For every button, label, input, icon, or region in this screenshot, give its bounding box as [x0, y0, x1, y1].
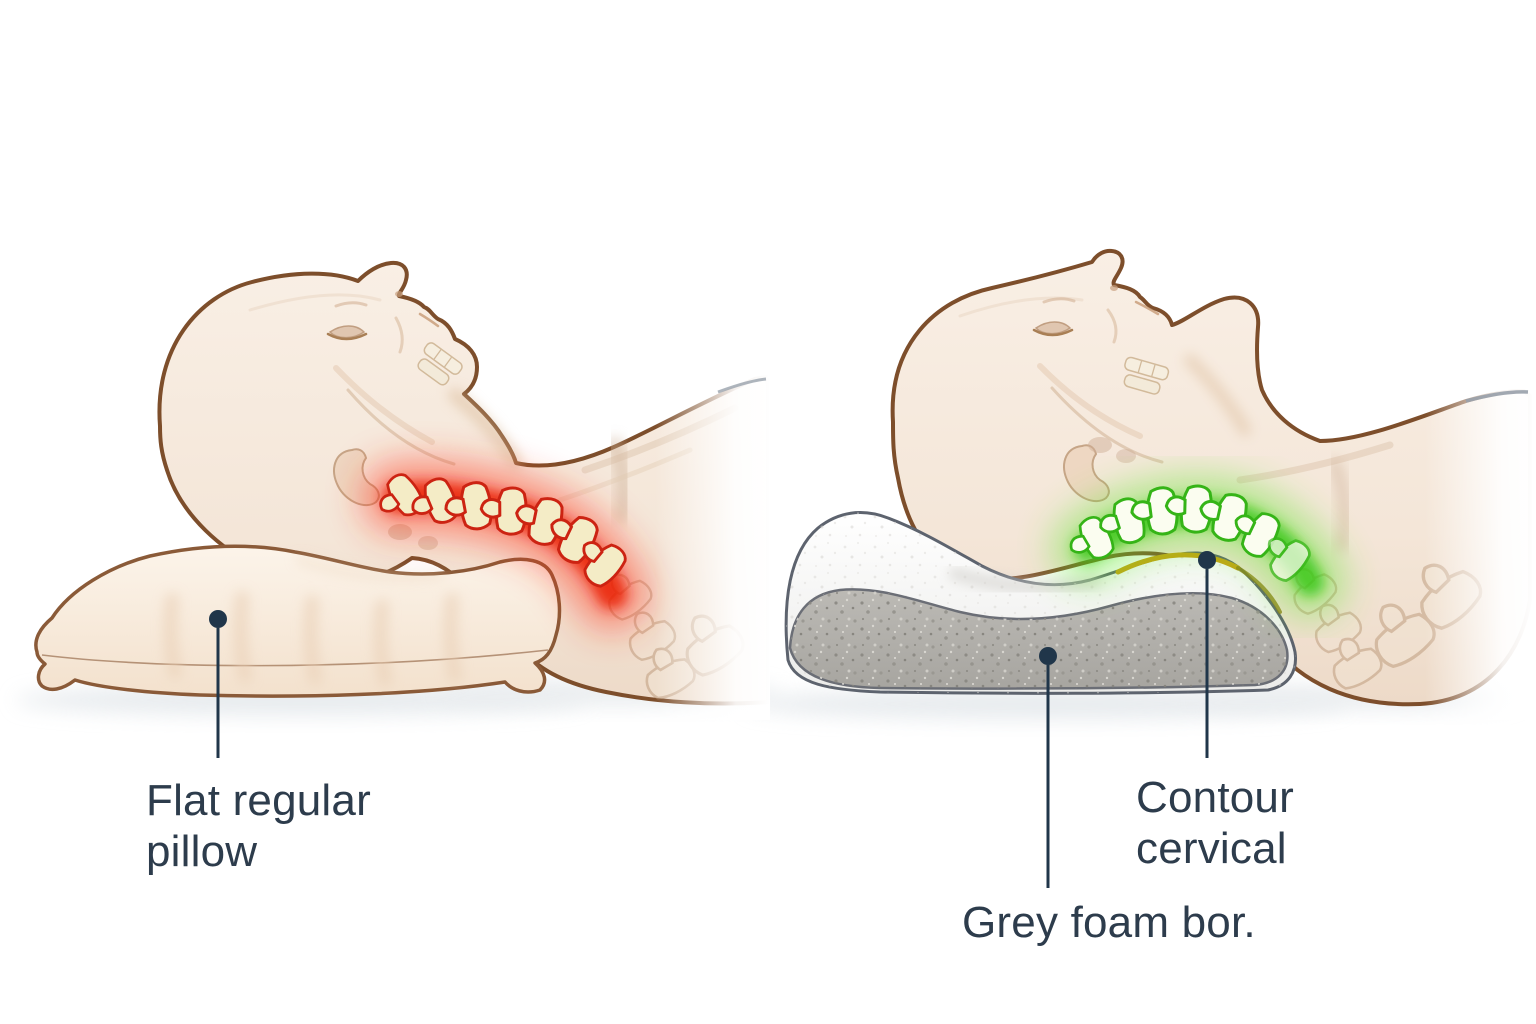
callout-dot	[1039, 647, 1057, 665]
cervical-spine-red	[362, 460, 648, 630]
panel-flat-pillow	[34, 260, 770, 758]
callout-dot	[1198, 551, 1216, 569]
shoulder-fade-line-right	[1465, 390, 1529, 403]
panel-contour-pillow	[784, 248, 1536, 888]
cervical-spine-green	[1052, 476, 1346, 618]
torso-fade-left-panel	[655, 320, 770, 720]
callout-grey-foam	[1039, 647, 1057, 888]
label-flat-regular-pillow: Flat regular pillow	[146, 776, 371, 877]
label-contour-cervical: Contour cervical	[1136, 773, 1294, 874]
torso-fade-right-panel	[1425, 320, 1536, 720]
contour-pillow	[784, 511, 1298, 695]
shoulder-fade-line-left	[717, 377, 767, 394]
flat-pillow	[34, 544, 562, 698]
callout-contour-cervical	[1198, 551, 1216, 758]
callout-dot	[209, 610, 227, 628]
contact-gold-line-right	[1236, 566, 1282, 614]
contact-gold-line	[1115, 552, 1241, 575]
label-grey-foam-border: Grey foam bor.	[962, 898, 1256, 947]
flat-pillow-seam	[41, 649, 549, 667]
foam-core-speckle	[790, 589, 1288, 689]
skull-details-right	[958, 285, 1394, 552]
flat-pillow-folds	[163, 555, 462, 687]
callout-flat-pillow	[209, 610, 227, 758]
flat-pillow-body	[34, 544, 562, 698]
